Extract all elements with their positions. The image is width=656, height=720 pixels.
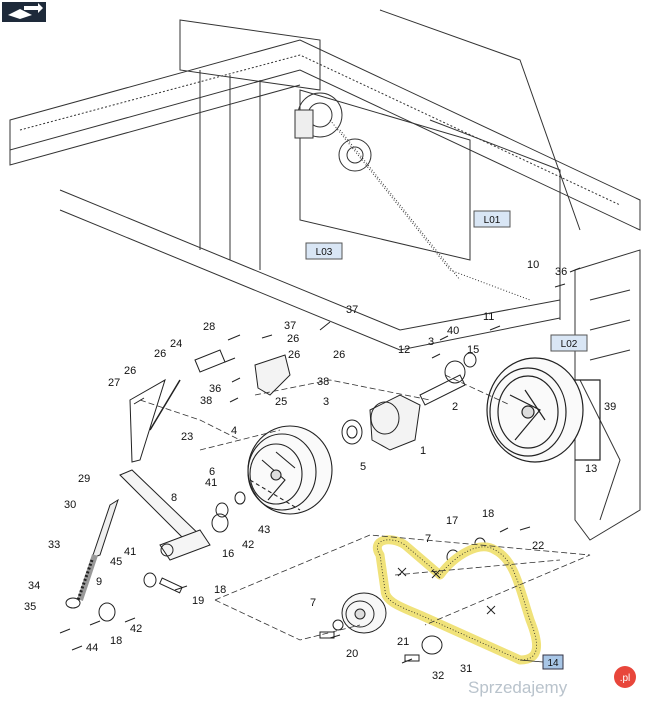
part-label: 37	[284, 320, 296, 332]
pulley-4	[247, 425, 333, 515]
part-label: 41	[205, 477, 217, 489]
part-label: 37	[346, 304, 358, 316]
part-label: 26	[288, 349, 300, 361]
part-label: 5	[360, 461, 366, 473]
part-label: 35	[24, 601, 36, 613]
svg-text:14: 14	[547, 658, 559, 669]
belt-cross-marks	[397, 567, 496, 615]
svg-text:.pl: .pl	[620, 673, 631, 684]
svg-text:Sprzedajemy: Sprzedajemy	[468, 678, 568, 697]
assembly-lines	[139, 374, 591, 641]
part-label: 2	[452, 401, 458, 413]
upper-drive-assembly	[294, 92, 372, 172]
large-pulley	[486, 357, 601, 463]
part-label: 22	[532, 540, 544, 552]
part-label: 23	[181, 431, 193, 443]
part-label: 12	[398, 344, 410, 356]
part-label: 15	[467, 344, 479, 356]
part-label: 32	[432, 670, 444, 682]
svg-text:L01: L01	[484, 215, 501, 226]
tensioner-arm	[65, 378, 211, 609]
combine-frame	[9, 9, 641, 541]
part-label: 25	[275, 396, 287, 408]
part-label: 45	[110, 556, 122, 568]
part-label: 13	[585, 463, 597, 475]
part-label: 16	[222, 548, 234, 560]
part-label: 38	[317, 376, 329, 388]
part-label: 41	[124, 546, 136, 558]
part-label: 19	[192, 595, 204, 607]
part-label: 30	[64, 499, 76, 511]
part-label: 36	[209, 383, 221, 395]
bolts	[59, 267, 581, 664]
idler-pulley-21	[332, 592, 443, 655]
part-label: 8	[171, 492, 177, 504]
part-label: 31	[460, 663, 472, 675]
highlighted-part-label[interactable]: 14	[519, 654, 564, 670]
ref-box-l02[interactable]: L02	[550, 334, 588, 352]
part-label: 27	[108, 377, 120, 389]
part-label: 17	[446, 515, 458, 527]
part-label: 11	[483, 311, 494, 323]
part-label: 9	[96, 576, 102, 588]
part-label: 3	[428, 336, 434, 348]
part-label: 38	[200, 395, 212, 407]
part-label: 1	[420, 445, 426, 457]
part-label: 21	[397, 636, 409, 648]
part-label: 43	[258, 524, 270, 536]
part-label: 29	[78, 473, 90, 485]
part-label: 18	[482, 508, 494, 520]
part-label: 4	[231, 425, 237, 437]
part-label: 18	[110, 635, 122, 647]
watermark: Sprzedajemy .pl	[468, 666, 636, 697]
ref-box-l03[interactable]: L03	[305, 242, 343, 260]
part-label: 42	[242, 539, 254, 551]
svg-text:L03: L03	[316, 247, 333, 258]
part-label: 7	[310, 597, 316, 609]
part-label: 26	[124, 365, 136, 377]
ref-box-l01[interactable]: L01	[473, 210, 511, 228]
svg-text:L02: L02	[561, 339, 578, 350]
book-arrow-icon	[8, 3, 43, 19]
part-number-labels: 1 2 3 3 4 5 6 7 7 8 9 10 11 12 13 15 16 …	[24, 259, 616, 682]
nav-badge[interactable]	[2, 2, 46, 22]
part-label: 3	[323, 396, 329, 408]
hub-assembly	[341, 352, 477, 451]
washers	[98, 491, 486, 662]
part-label: 42	[130, 623, 142, 635]
part-label: 18	[214, 584, 226, 596]
part-label: 28	[203, 321, 215, 333]
part-label: 10	[527, 259, 539, 271]
part-label: 26	[154, 348, 166, 360]
part-label: 26	[287, 333, 299, 345]
part-label: 40	[447, 325, 459, 337]
part-label: 20	[346, 648, 358, 660]
part-label: 44	[86, 642, 98, 654]
part-label: 6	[209, 466, 215, 478]
part-label: 7	[425, 533, 431, 545]
part-label: 36	[555, 266, 567, 278]
part-label: 26	[333, 349, 345, 361]
part-label: 34	[28, 580, 40, 592]
part-label: 24	[170, 338, 182, 350]
drive-belt-14[interactable]	[373, 535, 541, 665]
part-label: 39	[604, 401, 616, 413]
part-label: 33	[48, 539, 60, 551]
